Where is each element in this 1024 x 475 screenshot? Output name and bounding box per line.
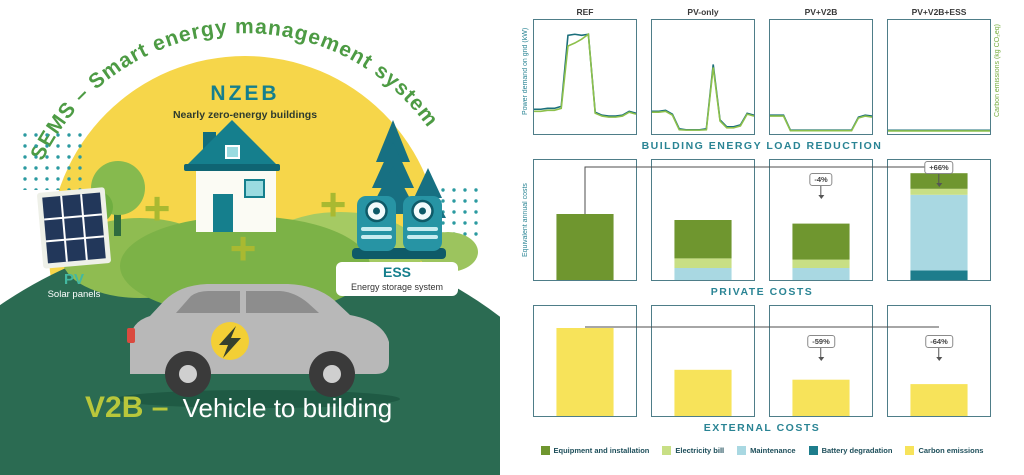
external-cost-chart-pv-only (651, 305, 755, 417)
ess-label: ESS Energy storage system (336, 262, 458, 296)
annotation-private-pv-v2b-ess: +66% (924, 161, 954, 187)
annotation-text: -4% (809, 173, 833, 186)
caption-external-costs: EXTERNAL COSTS (703, 422, 821, 434)
plus-icon-1: + (144, 182, 171, 234)
plus-icon-2: + (320, 178, 347, 230)
caption-load-reduction: BUILDING ENERGY LOAD REDUCTION (641, 140, 883, 152)
legend-item-battery-degradation: Battery degradation (808, 446, 893, 455)
nzeb-subtitle: Nearly zero-energy buildings (173, 109, 317, 121)
external-cost-charts: -59% -64% (533, 305, 991, 417)
legend-item-electricity-bill: Electricity bill (662, 446, 724, 455)
legend-swatch-equipment (540, 446, 550, 455)
legend-item-carbon-emissions: Carbon emissions (905, 446, 983, 455)
scenario-title-ref: REF (576, 7, 594, 17)
load-reduction-block: Power demand on grid (kW) REF PV-only PV… (519, 7, 1005, 159)
arrow-down-icon (935, 357, 942, 361)
legend-label: Maintenance (750, 446, 796, 455)
legend-item-maintenance: Maintenance (737, 446, 796, 455)
external-cost-chart-pv-v2b: -59% (769, 305, 873, 417)
arrow-down-icon (936, 183, 942, 187)
scenario-titles: REF PV-only PV+V2B PV+V2B+ESS (533, 7, 991, 17)
private-costs-block: Equivalent annual costs -4% (519, 159, 1005, 305)
ess-batteries (352, 196, 446, 259)
arrow-stem (938, 174, 940, 183)
legend-swatch-carbon-emissions (905, 446, 915, 455)
legend-swatch-battery-degradation (808, 446, 818, 455)
scenario-title-pv-only: PV-only (687, 7, 719, 17)
legend-label: Electricity bill (675, 446, 725, 455)
legend-label: Equipment and installation (553, 446, 650, 455)
arrow-stem (938, 348, 940, 357)
private-cost-chart-ref (533, 159, 637, 281)
carbon-axis-label: Carbon emissions (kg CO₂eq) (994, 24, 1002, 118)
nzeb-title: NZEB (210, 82, 279, 105)
legend-label: Carbon emissions (918, 446, 984, 455)
external-cost-chart-ref (533, 305, 637, 417)
cost-axis-label: Equivalent annual costs (522, 183, 530, 257)
results-panel: Power demand on grid (kW) REF PV-only PV… (500, 0, 1024, 475)
v2b-subtitle: Vehicle to building (183, 393, 393, 423)
pv-title: PV (64, 271, 84, 288)
scenario-title-pv-v2b: PV+V2B (804, 7, 838, 17)
load-chart-pv-v2b-ess (887, 19, 991, 135)
solar-panel (37, 187, 111, 269)
plus-icon-3: + (230, 222, 257, 274)
arrow-down-icon (817, 357, 824, 361)
annotation-text: -59% (807, 335, 835, 348)
annotation-text: -64% (925, 335, 953, 348)
pv-subtitle: Solar panels (48, 289, 101, 300)
arrow-stem (820, 186, 822, 195)
annotation-text: +66% (924, 161, 954, 174)
dots-decoration-left (16, 128, 88, 190)
annotation-private-pv-v2b: -4% (809, 173, 833, 199)
house (184, 120, 280, 232)
legend-label: Battery degradation (821, 446, 893, 455)
v2b-title: V2B – (85, 391, 168, 424)
spacer (991, 159, 1005, 281)
private-cost-chart-pv-v2b: -4% (769, 159, 873, 281)
external-cost-chart-pv-v2b-ess: -64% (887, 305, 991, 417)
load-profile-charts (533, 19, 991, 135)
load-chart-pv-only (651, 19, 755, 135)
ess-subtitle: Energy storage system (351, 282, 443, 292)
sems-illustration: SEMS – Smart energy management system NZ… (0, 15, 500, 475)
legend-item-equipment: Equipment and installation (540, 446, 650, 455)
annotation-external-pv-v2b-ess: -64% (925, 335, 953, 361)
external-costs-block: -59% -64% (519, 305, 1005, 441)
legend: Equipment and installation Electricity b… (540, 446, 983, 455)
legend-swatch-maintenance (737, 446, 747, 455)
ess-title: ESS (383, 264, 411, 280)
scenario-title-pv-v2b-ess: PV+V2B+ESS (911, 7, 967, 17)
private-cost-charts: -4% +66% (533, 159, 991, 281)
spacer (991, 305, 1005, 417)
power-axis-label: Power demand on grid (kW) (522, 27, 530, 115)
legend-swatch-electricity-bill (662, 446, 672, 455)
arrow-down-icon (818, 195, 824, 199)
caption-private-costs: PRIVATE COSTS (710, 286, 814, 298)
spacer (519, 305, 533, 417)
load-chart-ref (533, 19, 637, 135)
private-cost-chart-pv-v2b-ess: +66% (887, 159, 991, 281)
lightning-icon (219, 326, 241, 358)
annotation-external-pv-v2b: -59% (807, 335, 835, 361)
load-chart-pv-v2b (769, 19, 873, 135)
arrow-stem (820, 348, 822, 357)
v2b-label: V2B – Vehicle to building (85, 391, 392, 424)
electric-car (116, 284, 400, 408)
private-cost-chart-pv-only (651, 159, 755, 281)
